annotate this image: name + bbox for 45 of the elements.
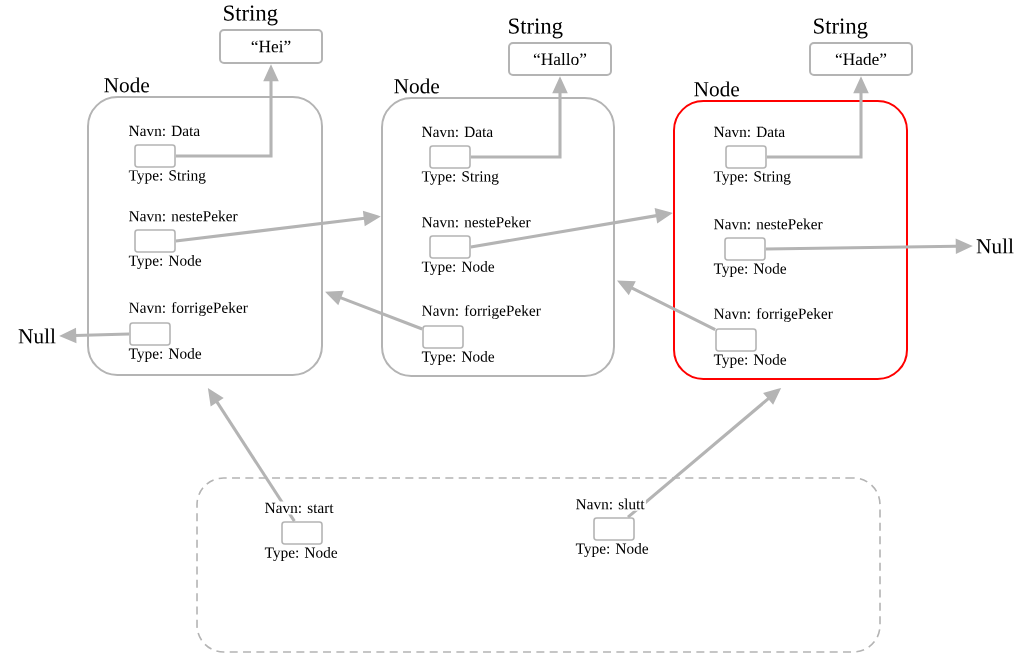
field-label: Navn: start [263,501,335,515]
pointer-slot [725,145,767,169]
pointer-slot [134,229,176,253]
pointer-slot [724,237,766,261]
field-label: Type: Node [712,261,788,279]
field-label: Type: Node [420,349,496,367]
field-label: Type: Node [420,259,496,277]
field-label: Navn: Data [127,124,202,138]
dashed-box [196,477,881,653]
type-heading: String [509,18,563,39]
pointer-slot [429,235,471,259]
type-heading: String [224,5,278,26]
pointer-slot [429,145,471,169]
type-heading: Node [694,81,740,97]
field-label: Type: String [420,169,501,187]
null-label: Null [18,328,56,344]
field-label: Navn: slutt [574,497,646,511]
string-box: “Hallo” [508,42,612,76]
field-label: Navn: nestePeker [420,215,532,229]
field-label: Navn: forrigePeker [420,303,543,321]
field-label: Navn: forrigePeker [712,306,835,324]
field-label: Navn: Data [712,125,787,139]
type-heading: Node [104,77,150,93]
pointer-slot [715,328,757,352]
pointer-slot [281,521,323,545]
field-label: Navn: forrigePeker [127,300,250,318]
field-label: Type: Node [127,346,203,364]
string-box: “Hade” [809,42,913,76]
null-label: Null [976,238,1014,254]
field-label: Type: Node [712,352,788,370]
field-label: Navn: Data [420,125,495,139]
field-label: Type: Node [574,541,650,559]
pointer-slot [593,517,635,541]
field-label: Type: String [712,169,793,187]
pointer-slot [129,322,171,346]
string-box: “Hei” [219,29,323,64]
field-label: Type: Node [127,253,203,271]
field-label: Type: Node [263,545,339,563]
field-label: Type: String [127,168,208,186]
field-label: Navn: nestePeker [127,209,239,223]
type-heading: Node [394,78,440,94]
pointer-slot [422,325,464,349]
field-label: Navn: nestePeker [712,217,824,231]
pointer-slot [134,144,176,168]
type-heading: String [814,18,868,39]
